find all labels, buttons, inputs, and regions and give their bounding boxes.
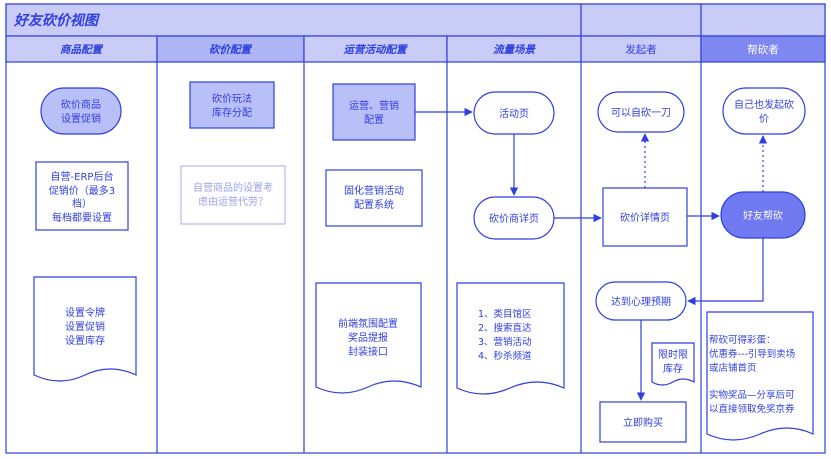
node-erp-note-line-3: 档） (72, 197, 92, 210)
node-self-question (180, 165, 286, 225)
lane-label-bargain: 砍价配置 (209, 43, 252, 56)
node-traffic-doc (456, 282, 565, 395)
node-erp-note-line-2: 促销价（最多3 (49, 184, 115, 197)
node-rewards-doc-line-3: 或店铺首页 (709, 362, 757, 374)
node-product-promo-line-1: 砍价商品 (61, 98, 101, 111)
node-rewards-doc-line-2: 优惠券---引导到卖场 (709, 348, 795, 360)
node-bargain-play-line-2: 库存分配 (212, 106, 252, 119)
node-limited-stock (651, 342, 695, 386)
lane-header-4 (446, 35, 582, 63)
node-token-doc-line-3: 设置库存 (65, 334, 105, 347)
node-helper-self (722, 87, 806, 135)
node-erp-note-line-4: 每档都要设置 (52, 211, 112, 224)
node-ops-config-line-2: 配置 (364, 114, 384, 126)
node-self-question-line-1: 自营商品的设置考 (193, 181, 273, 194)
node-ops-config-line-1: 运营、营销 (349, 99, 399, 112)
node-erp-note-line-1: 自营-ERP后台 (51, 170, 114, 183)
lane-label-product: 商品配置 (60, 43, 103, 56)
node-buy-now (599, 401, 687, 443)
title-bar-cell-5 (580, 3, 702, 37)
node-traffic-doc-line-2: 2、搜索直达 (478, 322, 532, 334)
node-bargain-details-label: 砍价详情页 (620, 211, 670, 224)
lane-header-5 (580, 35, 702, 63)
node-traffic-doc-line-1: 1、类目馆区 (478, 308, 532, 320)
node-rewards-doc-line-1: 帮砍可得彩蛋： (709, 334, 776, 346)
node-ops-config (332, 83, 416, 141)
node-friend-help-label: 好友帮砍 (743, 209, 783, 222)
node-self-cut (597, 91, 685, 133)
lane-label-traffic: 流量场景 (493, 43, 536, 56)
node-self-cut-label: 可以自砍一刀 (611, 106, 671, 119)
node-frontend-doc-line-1: 前端氛围配置 (338, 317, 398, 330)
title-bar (5, 3, 582, 37)
node-helper-self-line-1: 自己也发起砍 (734, 98, 794, 111)
node-rewards-doc (706, 311, 814, 441)
title-bar-cell-6 (700, 3, 826, 37)
node-traffic-doc-line-3: 3、营销活动 (478, 336, 532, 348)
lane-header-1 (5, 35, 158, 63)
lane-header-2 (156, 35, 305, 63)
node-expected-price-label: 达到心理预期 (611, 296, 671, 308)
node-fixed-system-line-2: 配置系统 (354, 198, 394, 211)
node-rewards-doc-line-5: 实物奖品—分享后可 (709, 389, 795, 401)
node-fixed-system-line-1: 固化营销活动 (344, 184, 404, 197)
node-token-doc (33, 276, 137, 382)
node-frontend-doc-line-3: 封装接口 (348, 345, 388, 358)
node-frontend-doc (315, 282, 422, 394)
lane-label-helper: 帮砍者 (747, 43, 779, 56)
node-activity-page-label: 活动页 (499, 108, 529, 120)
node-erp-note (35, 161, 129, 231)
node-product-promo-line-2: 设置促销 (61, 112, 101, 125)
node-rewards-doc-line-6: 以直接领取免奖京券 (709, 403, 795, 415)
diagram-title: 好友砍价视图 (13, 12, 100, 29)
node-bargain-detail-label: 砍价商详页 (489, 212, 539, 225)
arrow-friendhelp-to-expected (687, 238, 764, 306)
diagram-frame (5, 3, 826, 454)
lane-label-ops: 运营活动配置 (344, 43, 408, 56)
node-self-question-line-2: 虑由运营代劳？ (198, 195, 268, 208)
lane-header-6 (700, 35, 826, 63)
node-buy-now-label: 立即购买 (623, 416, 663, 429)
node-bargain-play-line-1: 砍价玩法 (212, 92, 252, 105)
node-token-doc-line-2: 设置促销 (65, 320, 105, 333)
node-product-promo (40, 87, 122, 135)
node-limited-stock-line-2: 库存 (663, 362, 683, 375)
node-token-doc-line-1: 设置令牌 (65, 306, 105, 319)
node-traffic-doc-line-4: 4、秒杀频道 (478, 350, 532, 362)
node-fixed-system (325, 169, 423, 227)
node-bargain-details (602, 187, 688, 247)
lane-label-initiator: 发起者 (625, 43, 657, 56)
node-helper-self-line-2: 价 (759, 113, 769, 125)
node-bargain-play (189, 81, 275, 129)
node-limited-stock-line-1: 限时限 (658, 349, 688, 361)
node-frontend-doc-line-2: 奖品提报 (348, 331, 388, 344)
